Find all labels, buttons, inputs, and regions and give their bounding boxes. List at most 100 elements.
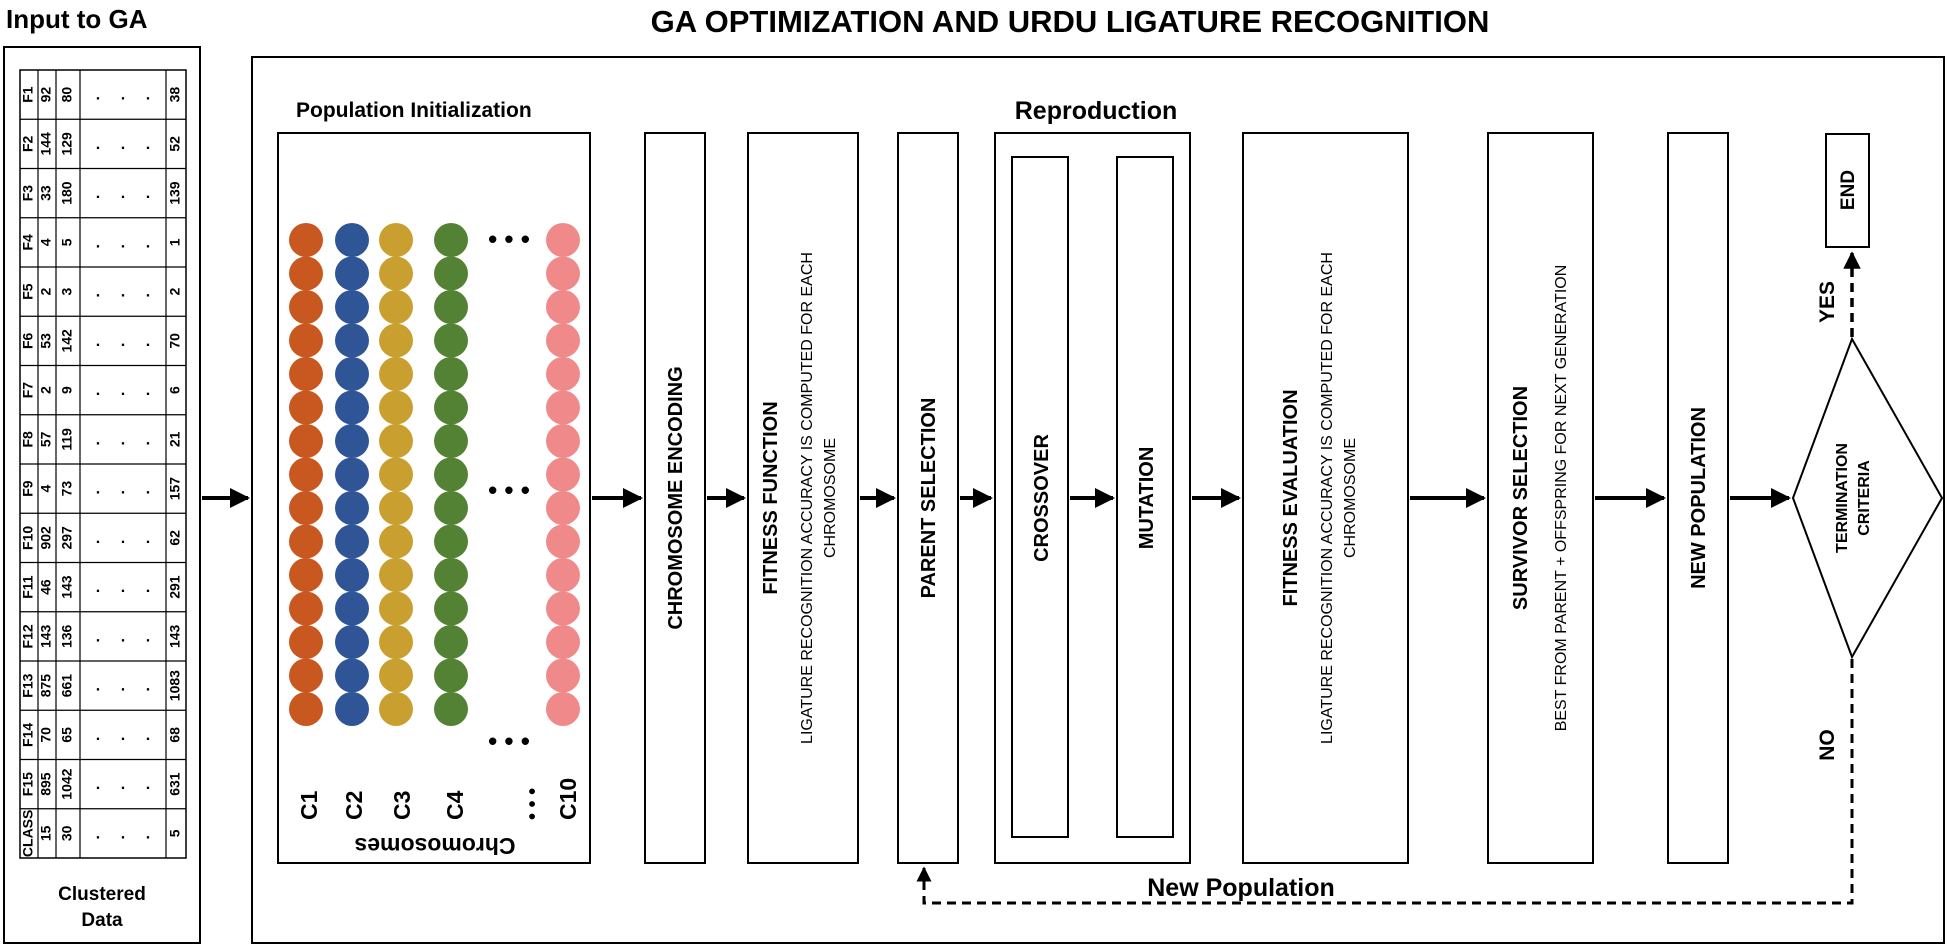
gene-dot <box>546 223 580 257</box>
table-cell-v1: 4 <box>38 485 54 493</box>
ellipsis-bottom: • • • <box>488 726 530 756</box>
table-ellipsis: . <box>121 776 125 793</box>
gene-dot <box>379 424 413 458</box>
main-frame <box>251 56 1945 944</box>
table-cell-v2: 9 <box>59 386 75 394</box>
table-cell-v1: 875 <box>38 674 54 698</box>
gene-dot <box>289 256 323 291</box>
main-title: GA OPTIMIZATION AND URDU LIGATURE RECOGN… <box>651 4 1490 39</box>
table-ellipsis: . <box>96 481 100 498</box>
table-ellipsis: . <box>146 284 150 301</box>
mutation-label: MUTATION <box>1136 447 1158 550</box>
table-ellipsis: . <box>146 530 150 547</box>
end-box <box>1825 133 1870 248</box>
gene-dot <box>434 625 468 659</box>
gene-dot <box>379 256 413 291</box>
table-cell-v2: 119 <box>59 428 75 451</box>
table-cell-header: F6 <box>20 332 36 349</box>
table-cell-v1: 2 <box>38 288 54 296</box>
table-cell-last: 62 <box>167 530 183 546</box>
gene-dot <box>434 323 468 358</box>
gene-dot <box>434 424 468 458</box>
gene-dot <box>546 658 580 693</box>
arrow-no-loop <box>916 659 1854 905</box>
gene-dot <box>289 424 323 458</box>
table-ellipsis: . <box>146 87 150 104</box>
gene-dot <box>434 524 468 559</box>
gene-dot <box>434 658 468 693</box>
gene-dot <box>289 491 323 525</box>
table-cell-last: 70 <box>167 333 183 349</box>
table-ellipsis: . <box>121 481 125 498</box>
table-cell-v1: 4 <box>38 238 54 246</box>
table-cell-v2: 661 <box>59 674 75 698</box>
table-cell-v2: 30 <box>59 825 75 841</box>
chromosome-columns <box>289 223 580 726</box>
gene-dot <box>289 323 323 358</box>
termination-label-1: TERMINATION <box>1834 443 1851 553</box>
gene-dot <box>546 290 580 324</box>
gene-dot <box>379 223 413 257</box>
table-ellipsis: . <box>121 333 125 350</box>
gene-dot <box>335 591 369 626</box>
table-ellipsis: . <box>121 234 125 251</box>
table-cell-v1: 70 <box>38 727 54 743</box>
chromosomes-group-label: Chromosomes <box>354 833 515 859</box>
gene-dot <box>546 692 580 726</box>
population-box <box>277 132 591 864</box>
gene-dot <box>335 290 369 324</box>
gene-dot <box>289 558 323 592</box>
table-cell-v2: 80 <box>59 87 75 103</box>
table-ellipsis: . <box>121 727 125 744</box>
table-ellipsis: . <box>96 431 100 448</box>
table-cell-v1: 143 <box>38 624 54 648</box>
table-ellipsis: . <box>146 185 150 202</box>
table-cell-v2: 142 <box>59 329 75 353</box>
table-cell-v2: 5 <box>59 238 75 246</box>
table-cell-v1: 895 <box>38 772 54 796</box>
table-ellipsis: . <box>96 530 100 547</box>
gene-dot <box>379 558 413 592</box>
table-cell-header: F5 <box>20 283 36 300</box>
table-cell-last: 38 <box>167 87 183 103</box>
gene-dot <box>379 457 413 492</box>
gene-dot <box>546 357 580 391</box>
table-cell-header: F2 <box>20 135 36 152</box>
table-ellipsis: . <box>96 678 100 695</box>
table-cell-header: F13 <box>20 673 36 697</box>
table-cell-v2: 180 <box>59 181 75 205</box>
table-ellipsis: . <box>96 333 100 350</box>
table-cell-last: 139 <box>167 181 183 205</box>
gene-dot <box>434 357 468 391</box>
table-ellipsis: . <box>146 628 150 645</box>
gene-dot <box>546 256 580 291</box>
table-ellipsis: . <box>96 284 100 301</box>
gene-dot <box>335 357 369 391</box>
new-population-label: NEW POPULATION <box>1688 407 1710 589</box>
gene-dot <box>546 591 580 626</box>
gene-dot <box>335 223 369 257</box>
gene-dot <box>434 491 468 525</box>
gene-dot <box>379 491 413 525</box>
survivor-selection-box <box>1487 132 1594 864</box>
table-cell-v2: 1042 <box>59 768 75 799</box>
table-ellipsis: . <box>121 628 125 645</box>
table-ellipsis: . <box>96 579 100 596</box>
chromosome-label-c4: C4 <box>442 790 468 820</box>
new-population-box <box>1667 132 1729 864</box>
table-cell-v2: 65 <box>59 727 75 743</box>
table-cell-last: 631 <box>167 772 183 796</box>
gene-dot <box>546 524 580 559</box>
gene-dot <box>379 390 413 425</box>
table-ellipsis: . <box>96 727 100 744</box>
ellipsis-top: • • • <box>488 224 530 254</box>
input-title: Input to GA <box>6 4 148 34</box>
fitness-function-box <box>747 132 859 864</box>
gene-dot <box>289 457 323 492</box>
table-cell-v1: 33 <box>38 185 54 201</box>
crossover-label: CROSSOVER <box>1031 434 1053 562</box>
gene-dot <box>335 658 369 693</box>
table-cell-v1: 902 <box>38 526 54 550</box>
table-ellipsis: . <box>146 333 150 350</box>
